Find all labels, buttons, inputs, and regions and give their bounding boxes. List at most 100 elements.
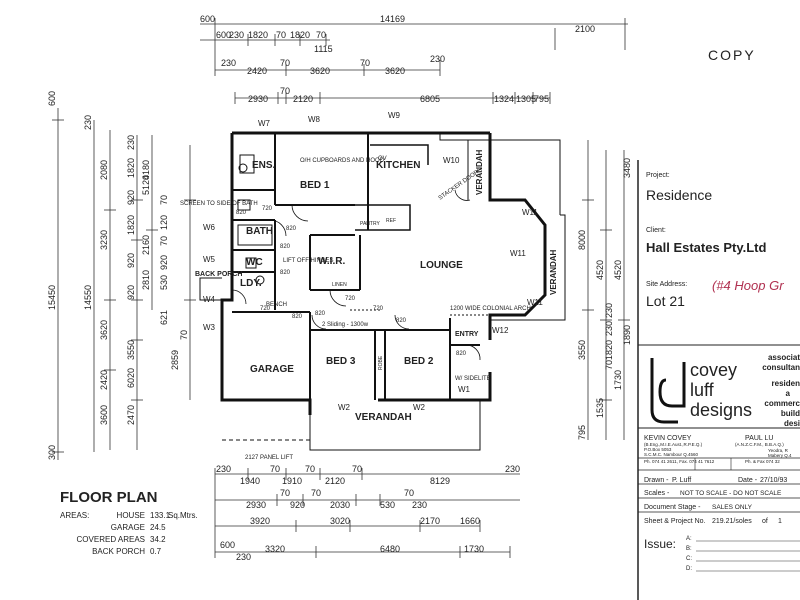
- bottom-dimension-labels: 230 1940 70 1910 70 2120 70 8129 230 293…: [216, 464, 520, 562]
- dim-label: 4180: [141, 160, 151, 180]
- door-size: 720: [345, 296, 356, 302]
- dim-label: 4520: [595, 260, 605, 280]
- dim-label: 600: [220, 540, 235, 550]
- dim-label: 795: [577, 425, 587, 440]
- assoc-line: build: [781, 409, 800, 418]
- dim-label: 230: [430, 54, 445, 64]
- kevin-addr: S.C.M.C. Nambour Q.4560: [644, 452, 699, 457]
- door-size: 820: [286, 226, 297, 232]
- door-size: 820: [292, 314, 303, 320]
- kevin-name: KEVIN COVEY: [644, 435, 692, 442]
- area-porch-label: BACK PORCH: [92, 547, 145, 556]
- assoc-line: desi: [784, 419, 800, 428]
- dim-label: 2810: [141, 270, 151, 290]
- dim-label: 1535: [595, 398, 605, 418]
- area-house-value: 133.1: [150, 511, 171, 520]
- stage-label: Document Stage -: [644, 504, 701, 511]
- dim-label: 530: [380, 500, 395, 510]
- assoc-line: associat: [768, 353, 800, 362]
- room-ldy: LDY.: [240, 278, 262, 289]
- dim-label: 1115: [314, 44, 333, 54]
- window-tag: W11: [527, 298, 543, 307]
- dim-label: 3620: [310, 66, 330, 76]
- dim-label: 3620: [99, 320, 109, 340]
- sheet-value: 219.21/soles: [712, 518, 752, 525]
- window-tag: W4: [203, 295, 216, 304]
- window-tag: W6: [203, 223, 216, 232]
- note-lift-off: LIFT OFF HINGES: [283, 258, 334, 264]
- dim-label: 530: [159, 275, 169, 290]
- dim-label: 2420: [99, 370, 109, 390]
- room-entry: ENTRY: [455, 331, 479, 338]
- copy-stamp: COPY: [708, 47, 756, 63]
- assoc-line: a: [786, 389, 791, 398]
- dim-label: 920: [126, 285, 136, 300]
- window-tag: W7: [258, 119, 271, 128]
- dim-label: 70: [404, 488, 414, 498]
- floor-plan-title: FLOOR PLAN: [60, 489, 158, 506]
- dim-label: 3020: [330, 516, 350, 526]
- door-size: 820: [456, 351, 467, 357]
- dim-label: 14550: [83, 285, 93, 310]
- window-tag: W1: [458, 385, 471, 394]
- stage-value: SALES ONLY: [712, 504, 753, 511]
- dim-label: 2420: [247, 66, 267, 76]
- site-label: Site Address:: [646, 281, 687, 288]
- dim-label: 2170: [420, 516, 440, 526]
- dim-label: 1324: [494, 94, 514, 104]
- client-value: Hall Estates Pty.Ltd: [646, 240, 766, 255]
- top-dimension-lines: [200, 18, 628, 104]
- assoc-line: consultan: [762, 363, 800, 372]
- drawn-label: Drawn -: [644, 477, 669, 484]
- door-size: 820: [236, 210, 247, 216]
- assoc-line: residen: [772, 379, 800, 388]
- dim-label: 920: [126, 190, 136, 205]
- dim-label: 2470: [126, 405, 136, 425]
- room-bed2: BED 2: [404, 356, 434, 367]
- room-labels: ENS. BED 1 KITCHEN LOUNGE BATH WC W.I.R.…: [240, 160, 463, 423]
- dim-label: 1910: [282, 476, 302, 486]
- dim-label: 70: [316, 30, 326, 40]
- dim-label: 230: [126, 135, 136, 150]
- dim-label: 2930: [246, 500, 266, 510]
- window-tag: W11: [522, 208, 538, 217]
- drawn-value: P. Luff: [672, 477, 691, 484]
- building-walls: [199, 131, 566, 451]
- project-label: Project:: [646, 172, 670, 179]
- bottom-dimension-lines: [214, 468, 520, 558]
- window-tag: W2: [338, 403, 351, 412]
- room-wc: WC: [246, 257, 263, 268]
- dim-label: 1820: [604, 340, 614, 360]
- window-tag: W3: [203, 323, 216, 332]
- dim-label: 3480: [622, 158, 632, 178]
- paul-ph: Ph. & Fax 074 32: [745, 459, 780, 464]
- dim-label: 70: [159, 236, 169, 246]
- floor-plan-areas: FLOOR PLAN AREAS: HOUSE 133.1 Sq.Mtrs. G…: [60, 489, 198, 556]
- window-tag: W5: [203, 255, 216, 264]
- firm-associates: associat consultan residen a commerc bui…: [762, 353, 800, 428]
- room-wir: W.I.R.: [318, 256, 345, 267]
- door-size: 820: [315, 311, 326, 317]
- window-tag: W9: [388, 111, 401, 120]
- dim-label: 600: [200, 14, 215, 24]
- area-covered-value: 34.2: [150, 535, 166, 544]
- sheet-of: of: [762, 518, 768, 525]
- window-tag: W12: [492, 326, 509, 335]
- firm-name-luff: luff: [690, 380, 715, 400]
- dim-label: 1890: [622, 325, 632, 345]
- door-labels: 720 820 820 820 820 720 820 720 820 720 …: [236, 206, 467, 357]
- dim-label: 8000: [577, 230, 587, 250]
- door-size: 720: [373, 306, 384, 312]
- dim-label: 230: [221, 58, 236, 68]
- dim-label: 1940: [240, 476, 260, 486]
- issue-line: B:: [686, 546, 692, 552]
- dim-label: 230: [604, 321, 614, 336]
- dim-label: 70: [179, 330, 189, 340]
- dim-label: 1660: [460, 516, 480, 526]
- dim-label: 70: [280, 488, 290, 498]
- door-size: 720: [260, 306, 271, 312]
- area-covered-label: COVERED AREAS: [77, 535, 145, 544]
- room-bed1: BED 1: [300, 180, 330, 191]
- dim-label: 2930: [248, 94, 268, 104]
- dim-label: 230: [604, 303, 614, 318]
